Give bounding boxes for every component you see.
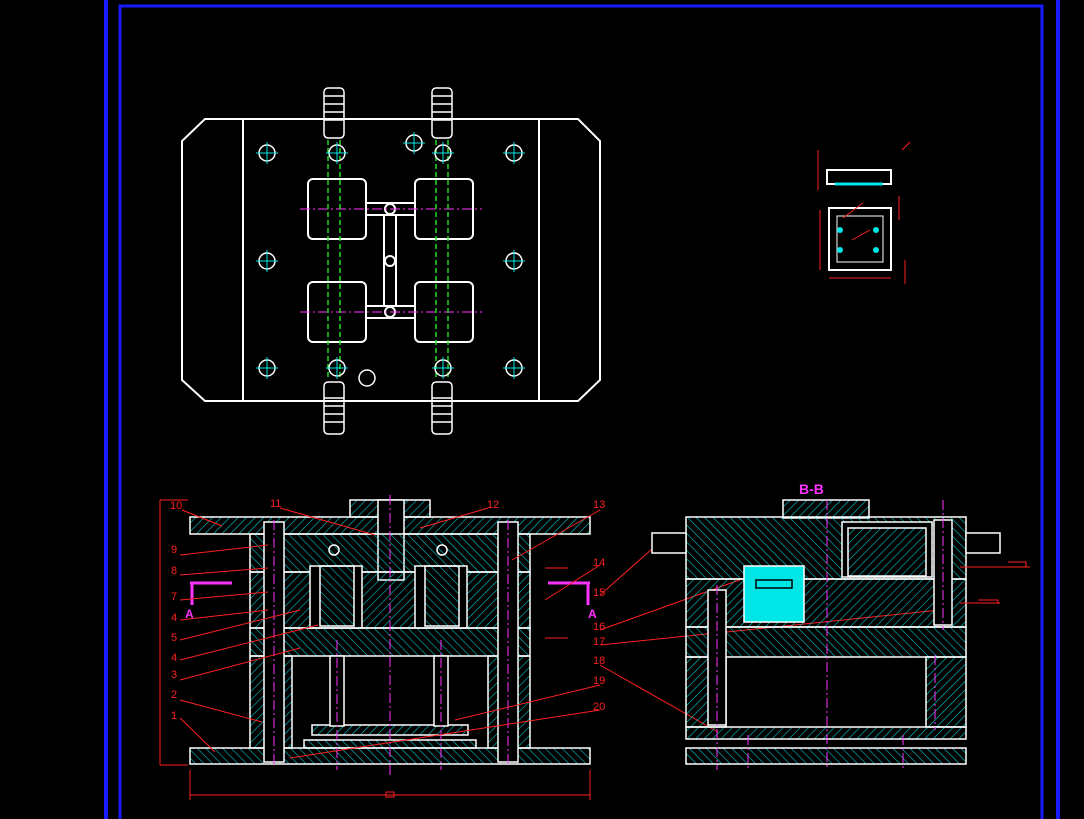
center-lines bbox=[300, 208, 482, 313]
part-label: 11 bbox=[270, 498, 281, 510]
section-title: B-B bbox=[799, 481, 824, 497]
assembly-section-left bbox=[189, 495, 591, 775]
section-mark-left: A bbox=[185, 607, 194, 621]
part-detail-view bbox=[817, 141, 911, 284]
section-marks bbox=[190, 581, 590, 605]
part-label: 4 bbox=[171, 612, 177, 624]
mold-plan-view bbox=[181, 87, 601, 435]
part-label: 17 bbox=[593, 636, 605, 648]
part-label: 15 bbox=[593, 587, 605, 599]
bolt-holes bbox=[258, 134, 523, 387]
drawing-frame bbox=[104, 0, 1060, 819]
part-label: 14 bbox=[593, 557, 605, 569]
dimension-lines bbox=[159, 499, 591, 800]
section-right-center-lines bbox=[716, 500, 944, 770]
part-label: 2 bbox=[171, 689, 177, 701]
part-label: 9 bbox=[171, 544, 177, 556]
part-label: 13 bbox=[593, 499, 605, 511]
assembly-section-right bbox=[651, 499, 1001, 765]
part-label: 7 bbox=[171, 591, 177, 603]
part-label: 12 bbox=[487, 499, 499, 511]
part-label: 10 bbox=[170, 500, 182, 512]
leader-lines bbox=[179, 507, 941, 759]
section-right-callouts bbox=[960, 561, 1030, 604]
part-label: 18 bbox=[593, 655, 605, 667]
cooling-fittings bbox=[323, 87, 453, 435]
part-label: 1 bbox=[171, 710, 177, 722]
guide-lines bbox=[327, 140, 449, 380]
part-label: 8 bbox=[171, 565, 177, 577]
part-label: 20 bbox=[593, 701, 605, 713]
part-label: 4 bbox=[171, 652, 177, 664]
section-mark-right: A bbox=[588, 607, 597, 621]
part-label: 16 bbox=[593, 621, 605, 633]
bolt-hole-centers bbox=[256, 132, 525, 379]
part-label: 3 bbox=[171, 669, 177, 681]
part-labels: 10 11 12 13 9 8 14 7 15 4 16 5 17 4 3 18… bbox=[170, 498, 605, 722]
part-label: 5 bbox=[171, 632, 177, 644]
part-label: 19 bbox=[593, 675, 605, 687]
